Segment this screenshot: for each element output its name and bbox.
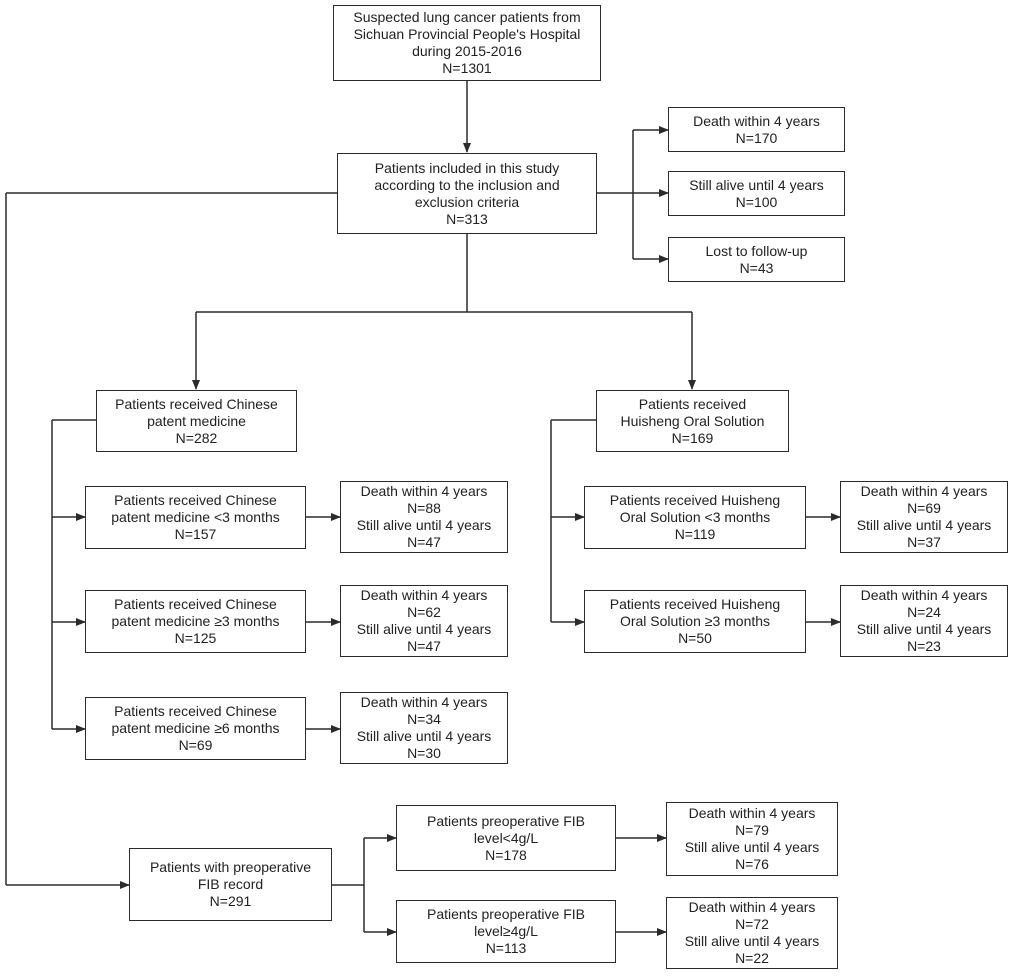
box-text-line: Death within 4 years: [860, 483, 988, 499]
box-text-line: N=24: [907, 604, 941, 620]
box-text-line: N=157: [174, 526, 217, 542]
box-text-line: Still alive until 4 years: [356, 728, 492, 744]
box-text-line: N=88: [407, 500, 441, 516]
box-text-line: N=69: [907, 500, 941, 516]
box-text-line: Death within 4 years: [688, 899, 816, 915]
box-text-line: N=170: [735, 129, 778, 146]
box-text-line: Patients received Chinese: [114, 596, 277, 612]
box-text-line: Still alive until 4 years: [856, 621, 992, 637]
box-text-line: Death within 4 years: [360, 483, 488, 499]
box-text-line: N=37: [907, 534, 941, 550]
box-text-line: Still alive until 4 years: [856, 517, 992, 533]
box-text-line: patent medicine: [147, 412, 246, 429]
box-text-line: patent medicine <3 months: [111, 509, 280, 525]
box-text-line: N=79: [735, 822, 769, 838]
box-text-line: N=1301: [442, 60, 492, 76]
box-text-line: N=50: [678, 630, 712, 646]
box-text-line: N=119: [674, 526, 716, 542]
box-text-line: Patients received Chinese: [114, 703, 277, 719]
box-text-line: exclusion criteria: [414, 193, 520, 210]
box-text-line: N=72: [735, 916, 769, 932]
box-text-line: N=291: [209, 893, 252, 909]
box-text-line: N=76: [735, 856, 769, 872]
box-text-line: Patients received Huisheng: [609, 492, 781, 508]
box-text-line: Death within 4 years: [693, 112, 820, 129]
box-text-line: N=313: [446, 210, 488, 227]
box-text-line: Still alive until 4 years: [684, 839, 820, 855]
box-text-line: Suspected lung cancer patients from: [353, 9, 581, 25]
box-text-line: N=22: [735, 950, 769, 966]
box-text-line: FIB record: [197, 876, 264, 892]
box-text-line: Patients with preoperative: [149, 859, 312, 875]
box-text-line: Death within 4 years: [688, 805, 816, 821]
box-text-line: during 2015-2016: [412, 43, 522, 59]
box-text-line: N=178: [485, 846, 527, 863]
box-text-line: N=113: [485, 940, 527, 956]
box-text-line: Sichuan Provincial People's Hospital: [353, 26, 581, 42]
box-text-line: Patients received Chinese: [115, 395, 278, 412]
box-text-line: N=34: [407, 711, 441, 727]
box-text-line: according to the inclusion and: [374, 176, 560, 193]
box-text-line: level≥4g/L: [474, 923, 538, 939]
box-text-line: Patients received: [638, 395, 747, 412]
box-text-line: Patients included in this study: [374, 159, 560, 176]
box-text-line: patent medicine ≥3 months: [111, 613, 280, 629]
box-text-line: N=282: [175, 429, 218, 446]
box-text-line: Huisheng Oral Solution: [620, 412, 765, 429]
box-text-line: Oral Solution <3 months: [619, 509, 771, 525]
box-text-line: N=69: [178, 737, 213, 753]
box-text-line: Death within 4 years: [360, 694, 488, 710]
box-text-line: Still alive until 4 years: [684, 933, 820, 949]
box-text-line: Patients preoperative FIB: [427, 906, 585, 922]
box-text-line: N=47: [407, 534, 441, 550]
box-text-line: Lost to follow-up: [705, 242, 808, 259]
box-text-line: N=62: [407, 604, 441, 620]
box-text-line: N=30: [407, 745, 441, 761]
box-text-line: Still alive until 4 years: [689, 176, 824, 193]
box-text-line: patent medicine ≥6 months: [111, 720, 280, 736]
box-text-line: Death within 4 years: [360, 587, 488, 603]
box-text-line: level<4g/L: [473, 829, 539, 846]
box-text-line: N=125: [174, 630, 217, 646]
box-text-line: N=47: [407, 638, 441, 654]
box-text-line: N=100: [735, 193, 778, 210]
box-text-line: N=169: [671, 429, 714, 446]
box-text-line: Still alive until 4 years: [356, 621, 492, 637]
box-text-line: N=43: [739, 259, 774, 276]
box-text-line: Oral Solution ≥3 months: [619, 613, 771, 629]
box-text-line: Still alive until 4 years: [356, 517, 492, 533]
box-text-line: Patients received Huisheng: [609, 596, 781, 612]
box-text-line: Death within 4 years: [860, 587, 988, 603]
box-text-line: Patients preoperative FIB: [427, 812, 585, 829]
box-text-line: Patients received Chinese: [114, 492, 277, 508]
box-text-line: N=23: [907, 638, 941, 654]
